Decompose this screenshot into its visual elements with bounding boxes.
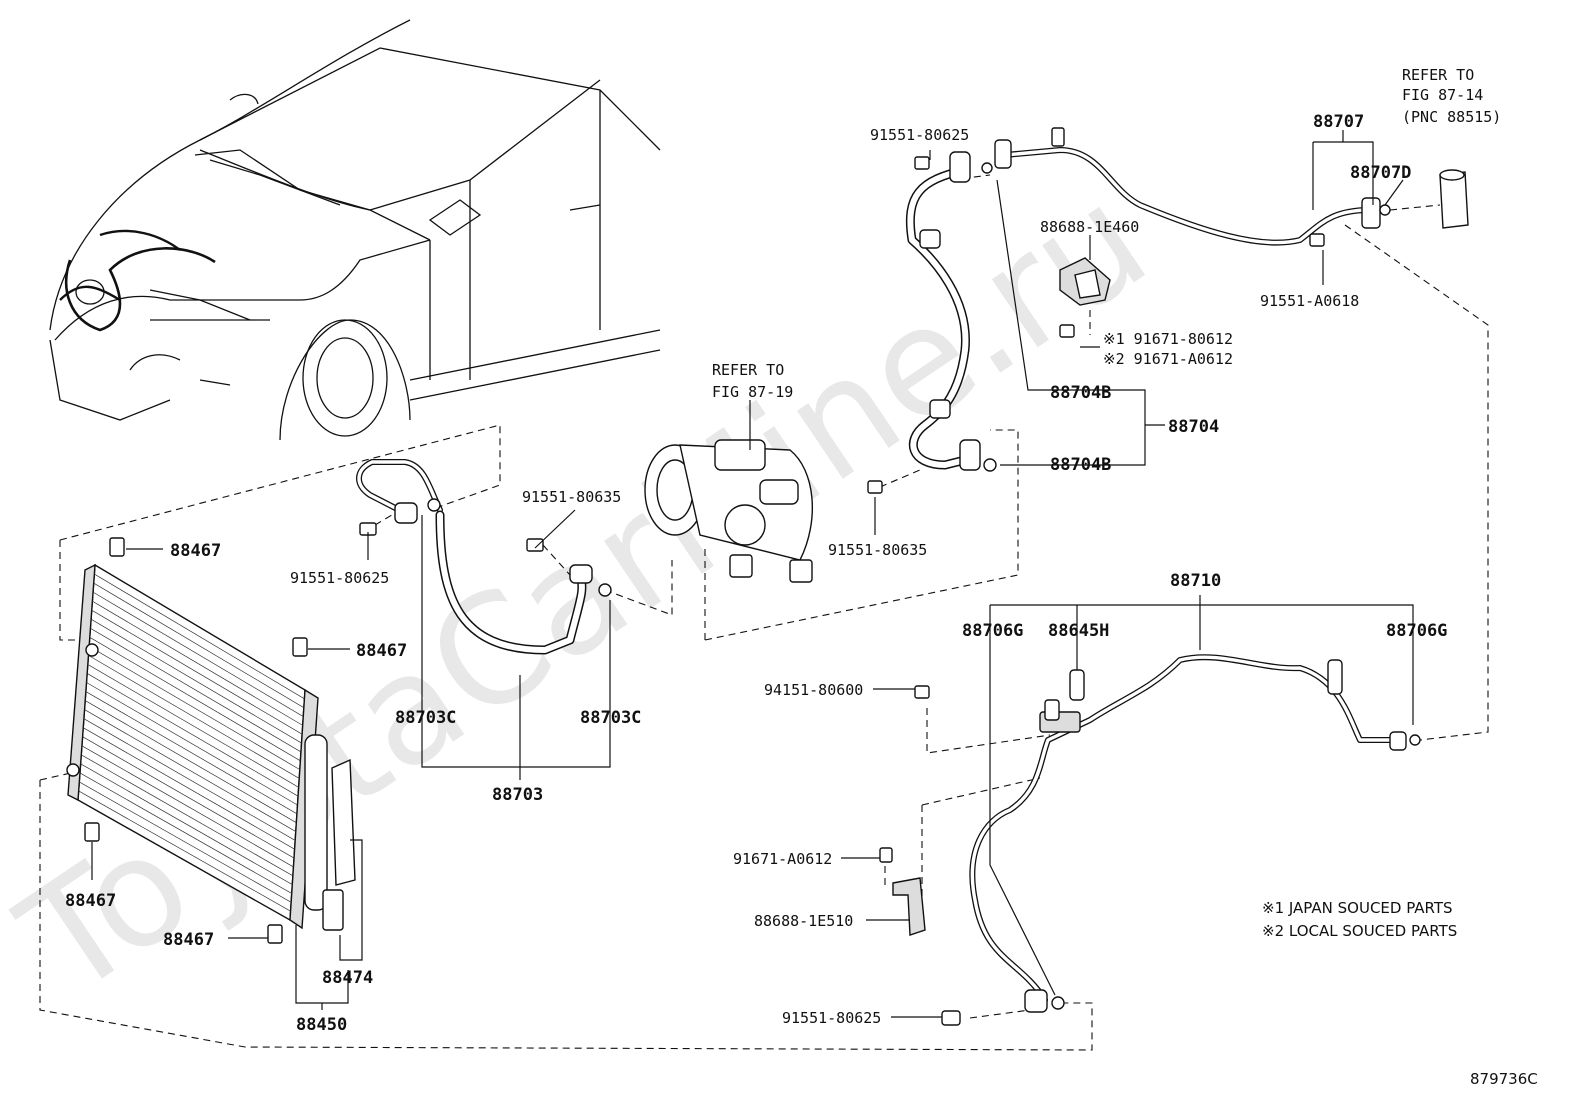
watermark-text: ToyotaCarMine.ru [0,153,1176,1031]
label-88688-1E460: 88688-1E460 [1040,218,1139,236]
label-88710: 88710 [1170,571,1221,591]
label-88707: 88707 [1313,112,1364,132]
label-88467-c: 88467 [65,891,116,911]
label-88704: 88704 [1168,417,1219,437]
reference-fig-87-14-line3: (PNC 88515) [1402,108,1501,126]
label-91551-80625-top: 91551-80625 [870,126,969,144]
condenser-assembly [66,537,356,944]
label-88703C-left: 88703C [395,708,456,728]
label-88450: 88450 [296,1015,347,1035]
label-91551-80625-bottom: 91551-80625 [782,1009,881,1027]
dashed-outlines [39,174,1489,1051]
label-91671-A0612-note: ※2 91671-A0612 [1103,350,1233,368]
label-88707D: 88707D [1350,163,1411,183]
label-88467-b: 88467 [356,641,407,661]
label-88703: 88703 [492,785,543,805]
reference-fig-87-14-line2: FIG 87-14 [1402,86,1483,104]
leader-lines [91,130,1414,1018]
discharge-hose-88703 [356,459,612,655]
note-japan-sourced: ※1 JAPAN SOUCED PARTS [1262,899,1453,917]
label-88704B-bottom: 88704B [1050,455,1111,475]
label-91671-A0612: 91671-A0612 [733,850,832,868]
suction-hose-88704 [867,151,997,494]
reference-fig-87-19-line1: REFER TO [712,361,784,379]
label-88467-a: 88467 [170,541,221,561]
label-94151-80600: 94151-80600 [764,681,863,699]
label-88474: 88474 [322,968,373,988]
note-local-sourced: ※2 LOCAL SOUCED PARTS [1262,922,1457,940]
figure-code: 879736C [1470,1070,1538,1088]
label-88645H: 88645H [1048,621,1109,641]
liquid-pipe-88707 [981,127,1469,247]
label-88688-1E510: 88688-1E510 [754,912,853,930]
label-88703C-right: 88703C [580,708,641,728]
bracket-88688-1E460 [1059,257,1111,338]
liquid-pipe-88710 [879,654,1421,1026]
label-88706G-right: 88706G [1386,621,1447,641]
label-88467-d: 88467 [163,930,214,950]
reference-fig-87-14-line1: REFER TO [1402,66,1474,84]
label-91671-80612: ※1 91671-80612 [1103,330,1233,348]
reference-fig-87-19-line2: FIG 87-19 [712,383,793,401]
label-88706G-left: 88706G [962,621,1023,641]
label-88704B-top: 88704B [1050,383,1111,403]
vehicle-illustration [49,19,661,441]
label-91551-80635-left: 91551-80635 [522,488,621,506]
part-labels: 91551-80625 88707 88707D 88688-1E460 915… [65,66,1538,1088]
label-91551-80625-left: 91551-80625 [290,569,389,587]
compressor [644,439,814,583]
label-91551-A0618: 91551-A0618 [1260,292,1359,310]
label-91551-80635-right: 91551-80635 [828,541,927,559]
